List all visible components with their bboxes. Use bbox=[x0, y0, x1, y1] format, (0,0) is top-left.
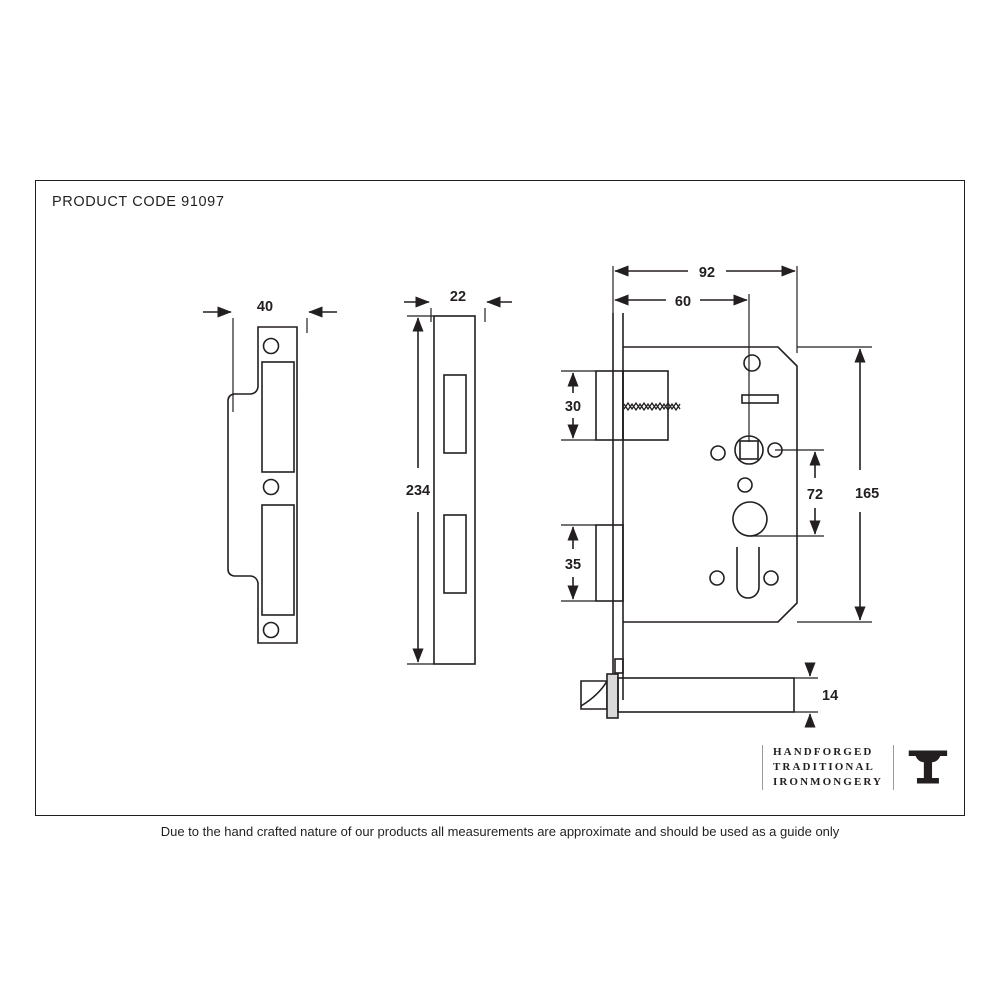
page-title: PRODUCT CODE 91097 bbox=[52, 194, 225, 210]
brand-logo-text: HANDFORGED TRADITIONAL IRONMONGERY bbox=[762, 744, 895, 790]
brand-line-1: HANDFORGED bbox=[773, 745, 874, 758]
anvil-icon bbox=[908, 750, 948, 784]
footer-disclaimer: Due to the hand crafted nature of our pr… bbox=[160, 824, 840, 839]
brand-line-2: TRADITIONAL bbox=[773, 760, 875, 773]
brand-logo: HANDFORGED TRADITIONAL IRONMONGERY bbox=[762, 736, 950, 798]
brand-line-3: IRONMONGERY bbox=[773, 775, 884, 788]
drawing-frame bbox=[35, 180, 965, 816]
